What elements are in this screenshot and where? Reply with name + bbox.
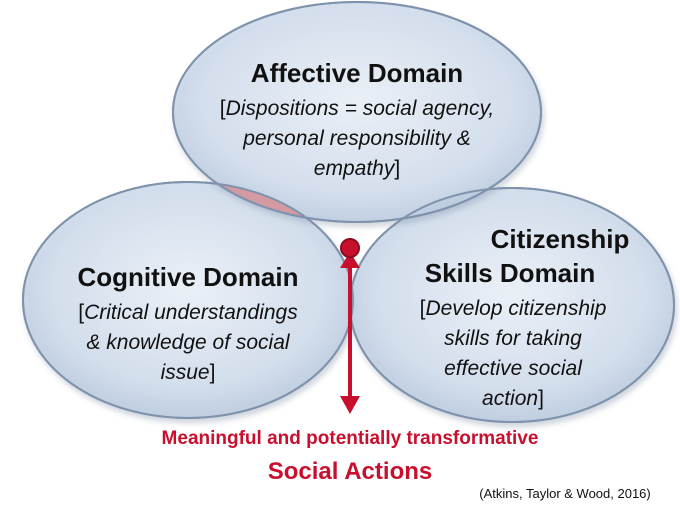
affective-domain-title: Affective Domain xyxy=(250,58,464,88)
cognitive-domain-title: Cognitive Domain xyxy=(77,262,299,292)
action-arrow-head-down xyxy=(340,396,360,414)
citation: (Atkins, Taylor & Wood, 2016) xyxy=(479,486,651,501)
intersection-point xyxy=(340,238,360,258)
affective-domain-description: [Dispositions = social agency, personal … xyxy=(219,97,495,180)
citizenship-domain-title-line1: Citizenship xyxy=(490,224,630,254)
outcome-line2: Social Actions xyxy=(267,458,433,485)
outcome-line1: Meaningful and potentially transformativ… xyxy=(161,428,539,449)
cognitive-domain-description: [Critical understandings & knowledge of … xyxy=(78,301,298,384)
citizenship-domain-description: [Develop citizenship skills for taking e… xyxy=(419,297,607,410)
citizenship-domain-title-line2: Skills Domain xyxy=(424,258,596,288)
action-arrow-head-up xyxy=(340,252,360,268)
